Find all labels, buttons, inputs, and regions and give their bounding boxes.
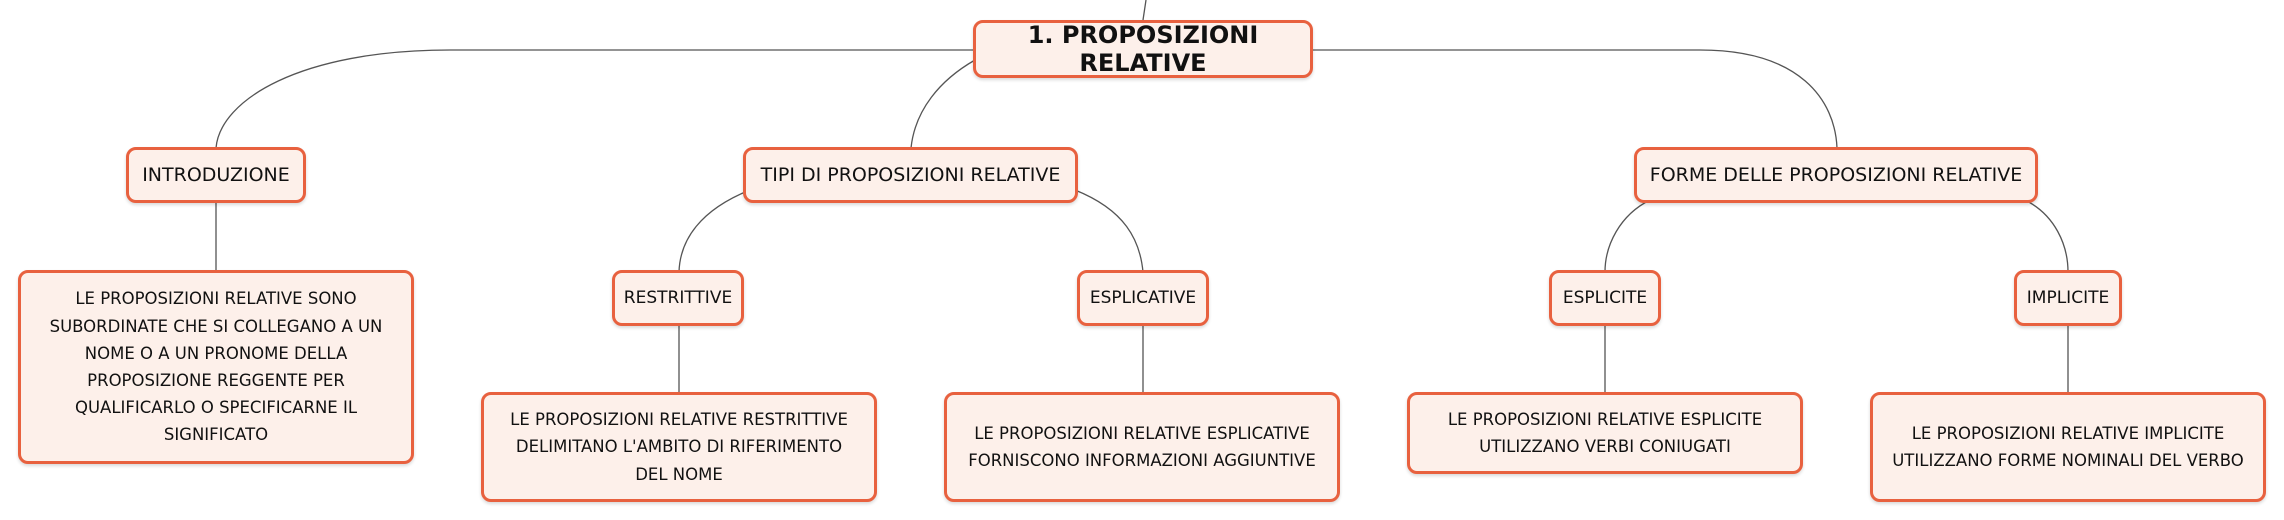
implicite-node[interactable]: IMPLICITE [2014,270,2122,326]
connector-root-tipi [910,59,976,149]
implicite-node-label: IMPLICITE [2026,288,2110,308]
esplicative-description-text: LE PROPOSIZIONI RELATIVE ESPLICATIVE FOR… [968,423,1316,470]
esplicative-node-label: ESPLICATIVE [1089,288,1197,308]
esplicite-node[interactable]: ESPLICITE [1549,270,1661,326]
connector-root-introduzione [215,49,975,149]
connector-tipi-restrittive [678,189,751,273]
forme-node[interactable]: FORME DELLE PROPOSIZIONI RELATIVE [1634,147,2038,203]
introduzione-description-node[interactable]: LE PROPOSIZIONI RELATIVE SONO SUBORDINAT… [18,270,414,464]
restrittive-description-text: LE PROPOSIZIONI RELATIVE RESTRITTIVE DEL… [510,410,848,484]
root-node-label: 1. PROPOSIZIONI RELATIVE [1027,21,1259,77]
esplicative-node[interactable]: ESPLICATIVE [1077,270,1209,326]
implicite-description-text: LE PROPOSIZIONI RELATIVE IMPLICITE UTILI… [1892,423,2244,470]
connector-tipi-esplicative [1074,189,1144,273]
esplicative-description-node[interactable]: LE PROPOSIZIONI RELATIVE ESPLICATIVE FOR… [944,392,1340,502]
restrittive-description-node[interactable]: LE PROPOSIZIONI RELATIVE RESTRITTIVE DEL… [481,392,877,502]
root-node[interactable]: 1. PROPOSIZIONI RELATIVE [973,20,1313,78]
tipi-node[interactable]: TIPI DI PROPOSIZIONI RELATIVE [743,147,1078,203]
connector-root-forme [1311,49,1838,149]
connector-root-up [1142,0,1147,21]
forme-node-label: FORME DELLE PROPOSIZIONI RELATIVE [1649,164,2023,186]
restrittive-node-label: RESTRITTIVE [623,288,733,308]
tipi-node-label: TIPI DI PROPOSIZIONI RELATIVE [760,164,1061,186]
introduzione-node-label: INTRODUZIONE [142,164,290,186]
introduzione-description-text: LE PROPOSIZIONI RELATIVE SONO SUBORDINAT… [49,289,383,445]
introduzione-node[interactable]: INTRODUZIONE [126,147,306,203]
implicite-description-node[interactable]: LE PROPOSIZIONI RELATIVE IMPLICITE UTILI… [1870,392,2266,502]
restrittive-node[interactable]: RESTRITTIVE [612,270,744,326]
esplicite-description-text: LE PROPOSIZIONI RELATIVE ESPLICITE UTILI… [1447,409,1763,456]
connector-forme-esplicite [1604,199,1651,273]
connector-forme-implicite [2024,199,2069,273]
esplicite-node-label: ESPLICITE [1562,288,1648,308]
esplicite-description-node[interactable]: LE PROPOSIZIONI RELATIVE ESPLICITE UTILI… [1407,392,1803,474]
